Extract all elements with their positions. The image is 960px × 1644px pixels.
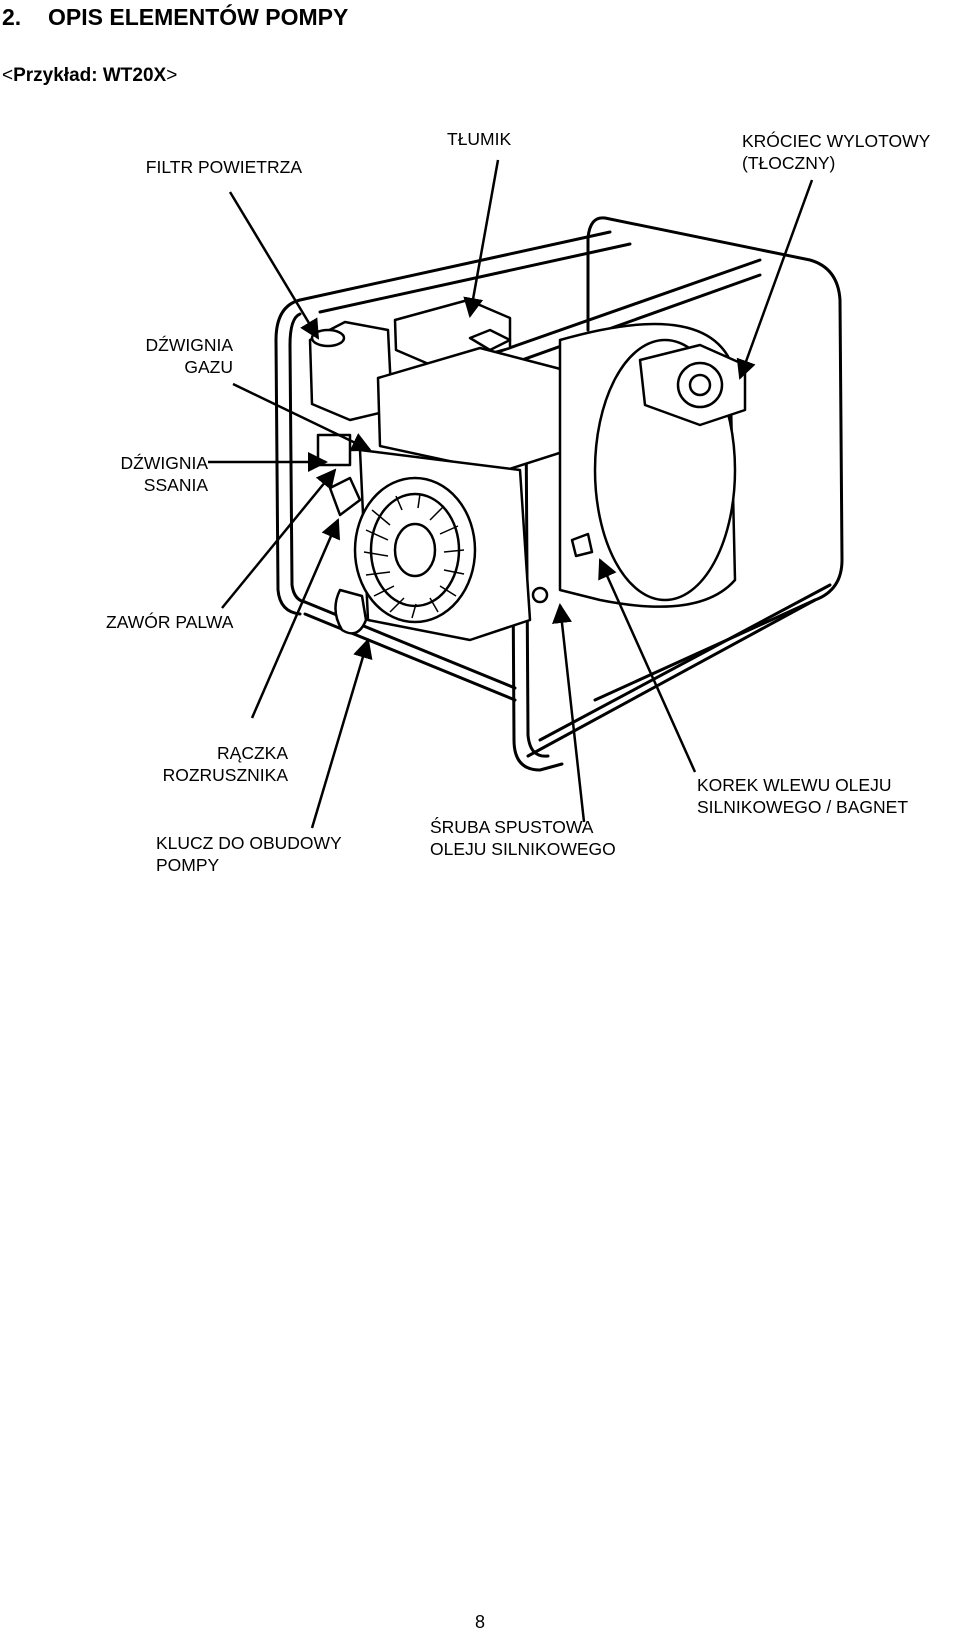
label-starter-grip: RĄCZKA ROZRUSZNIKA bbox=[162, 743, 288, 785]
label-pump-cover-wrench: KLUCZ DO OBUDOWY POMPY bbox=[156, 833, 342, 875]
example-open-bracket: < bbox=[2, 65, 14, 86]
label-oil-drain-bolt: ŚRUBA SPUSTOWA OLEJU SILNIKOWEGO bbox=[430, 817, 616, 859]
label-air-filter: FILTR POWIETRZA bbox=[145, 157, 302, 177]
example-model: <Przykład: WT20X> bbox=[2, 65, 177, 87]
pump-illustration bbox=[208, 159, 844, 829]
leader-discharge bbox=[736, 179, 814, 380]
section-heading: 2. OPIS ELEMENTÓW POMPY bbox=[2, 4, 348, 31]
pump-cover-wrench-part bbox=[334, 588, 368, 635]
leader-drain-bolt bbox=[552, 603, 586, 823]
frame-top-bar-2 bbox=[318, 242, 632, 314]
oil-drain-bolt-part bbox=[531, 586, 549, 604]
section-number: 2. bbox=[2, 4, 22, 30]
leader-wrench bbox=[310, 638, 373, 829]
label-oil-filler-cap: KOREK WLEWU OLEJU SILNIKOWEGO / BAGNET bbox=[697, 775, 909, 817]
section-title: OPIS ELEMENTÓW POMPY bbox=[48, 4, 349, 30]
oil-filler-cap-part bbox=[570, 532, 594, 558]
label-discharge-port: KRÓCIEC WYLOTOWY (TŁOCZNY) bbox=[742, 131, 931, 173]
example-close-bracket: > bbox=[166, 65, 178, 86]
label-throttle-lever: DŹWIGNIA GAZU bbox=[145, 335, 234, 377]
leader-fuel-valve bbox=[221, 468, 337, 609]
leader-oil-cap bbox=[598, 558, 697, 773]
frame-top-bar-3 bbox=[473, 258, 762, 362]
frame-top-bar-1 bbox=[298, 230, 612, 302]
label-muffler: TŁUMIK bbox=[447, 129, 512, 149]
choke-lever-part bbox=[316, 433, 352, 467]
frame-back-bar bbox=[593, 216, 844, 702]
leader-starter bbox=[250, 518, 341, 719]
leader-air-filter bbox=[228, 191, 320, 340]
leader-throttle bbox=[232, 382, 372, 452]
example-text: Przykład: WT20X bbox=[13, 65, 167, 86]
label-choke-lever: DŹWIGNIA SSANIA bbox=[120, 453, 209, 495]
frame-top-bar-4 bbox=[478, 273, 762, 377]
label-fuel-valve: ZAWÓR PALWA bbox=[106, 612, 234, 632]
frame-front-left bbox=[274, 298, 302, 616]
leader-muffler bbox=[463, 159, 500, 318]
page-number: 8 bbox=[474, 1612, 485, 1632]
starter-grip bbox=[328, 476, 362, 517]
